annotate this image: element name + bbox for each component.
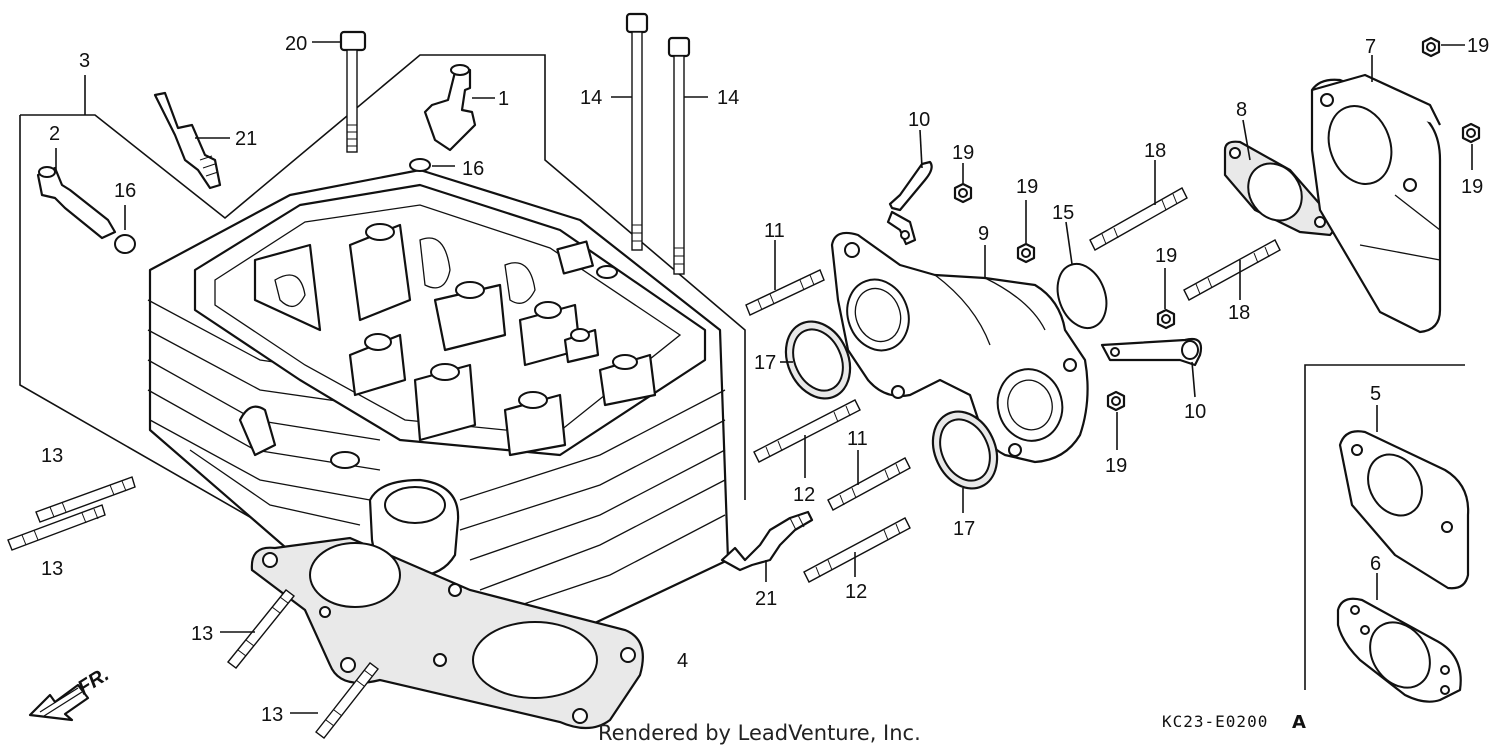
nut-19-e xyxy=(1421,36,1465,58)
gasket-6 xyxy=(1336,573,1462,703)
callout-10-bottom: 10 xyxy=(1184,401,1206,423)
stud-13-a xyxy=(35,476,136,523)
callout-5: 5 xyxy=(1370,383,1381,405)
callout-12-top: 12 xyxy=(793,484,815,506)
nut-19-f xyxy=(1461,122,1481,170)
stud-13-d xyxy=(290,662,379,739)
callout-10-top: 10 xyxy=(908,109,930,131)
callout-19-e: 19 xyxy=(1467,35,1489,57)
insulator-5 xyxy=(1338,405,1470,590)
group-bracket-3 xyxy=(19,54,746,541)
stud-12-bottom xyxy=(803,517,911,583)
o-ring-17-top xyxy=(780,320,852,400)
callout-15: 15 xyxy=(1052,202,1074,224)
o-ring-15 xyxy=(1056,221,1108,329)
valve-guide-1 xyxy=(423,64,495,152)
head-gasket xyxy=(250,536,644,730)
clamp-10-bottom xyxy=(1100,337,1203,398)
callout-8: 8 xyxy=(1236,99,1247,121)
o-ring-16-top xyxy=(409,158,455,172)
o-ring-16-left xyxy=(114,205,136,254)
clamp-10-top xyxy=(886,129,933,246)
stud-11-bottom xyxy=(827,450,911,511)
inset-frame xyxy=(1304,364,1465,690)
callout-19-c: 19 xyxy=(1155,245,1177,267)
stud-18-top xyxy=(1089,160,1188,251)
callout-16-left: 16 xyxy=(114,180,136,202)
callout-13-c: 13 xyxy=(191,623,213,645)
nut-19-b xyxy=(1016,200,1036,264)
callout-6: 6 xyxy=(1370,553,1381,575)
callout-14-right: 14 xyxy=(717,87,739,109)
callout-4: 4 xyxy=(677,650,688,672)
callout-11-bottom: 11 xyxy=(847,428,868,450)
nut-19-a xyxy=(953,163,973,204)
callout-14-left: 14 xyxy=(580,87,602,109)
stud-13-b xyxy=(7,504,106,551)
callout-13-d: 13 xyxy=(261,704,283,726)
callout-12-bottom: 12 xyxy=(845,581,867,603)
callout-1: 1 xyxy=(498,88,509,110)
nut-19-c xyxy=(1156,268,1176,330)
front-direction-arrow: FR. xyxy=(28,664,113,722)
valve-guide-2 xyxy=(36,148,117,240)
callout-2: 2 xyxy=(49,123,60,145)
spark-plug-21-top xyxy=(153,91,230,190)
callout-13-b: 13 xyxy=(41,558,63,580)
bolt-14-left xyxy=(611,12,649,251)
footer-credit: Rendered by LeadVenture, Inc. xyxy=(598,721,921,745)
stud-11-top xyxy=(745,240,825,316)
callout-18-bottom: 18 xyxy=(1228,302,1250,324)
callout-3: 3 xyxy=(79,50,90,72)
callout-20: 20 xyxy=(285,33,307,55)
diagram-code: KC23-E0200 xyxy=(1162,712,1268,731)
bolt-20 xyxy=(312,30,367,153)
callout-19-a: 19 xyxy=(952,142,974,164)
callout-7: 7 xyxy=(1365,36,1376,58)
spark-plug-21-bottom xyxy=(720,510,814,582)
nut-19-d xyxy=(1106,390,1126,450)
callout-19-f: 19 xyxy=(1461,176,1483,198)
callout-11-top: 11 xyxy=(764,220,785,242)
callout-18-top: 18 xyxy=(1144,140,1166,162)
intake-manifold-9 xyxy=(830,231,1089,464)
diagram-code-suffix: A xyxy=(1292,712,1306,733)
callout-21-top: 21 xyxy=(235,128,257,150)
callout-13-a: 13 xyxy=(41,445,63,467)
stud-12-top xyxy=(753,399,861,478)
stud-18-bottom xyxy=(1183,239,1281,301)
insulator-7 xyxy=(1310,55,1442,334)
callout-17-top: 17 xyxy=(754,352,776,374)
callout-9: 9 xyxy=(978,223,989,245)
bolt-14-right xyxy=(667,36,708,275)
callout-19-b: 19 xyxy=(1016,176,1038,198)
callout-17-bottom: 17 xyxy=(953,518,975,540)
stud-13-c xyxy=(220,589,295,669)
callout-labels: 1 2 3 4 5 6 7 8 9 10 10 11 11 12 12 13 1… xyxy=(41,33,1489,726)
callout-16-top: 16 xyxy=(462,158,484,180)
o-ring-17-bottom xyxy=(931,410,999,513)
callout-19-d: 19 xyxy=(1105,455,1127,477)
callout-21-bottom: 21 xyxy=(755,588,777,610)
